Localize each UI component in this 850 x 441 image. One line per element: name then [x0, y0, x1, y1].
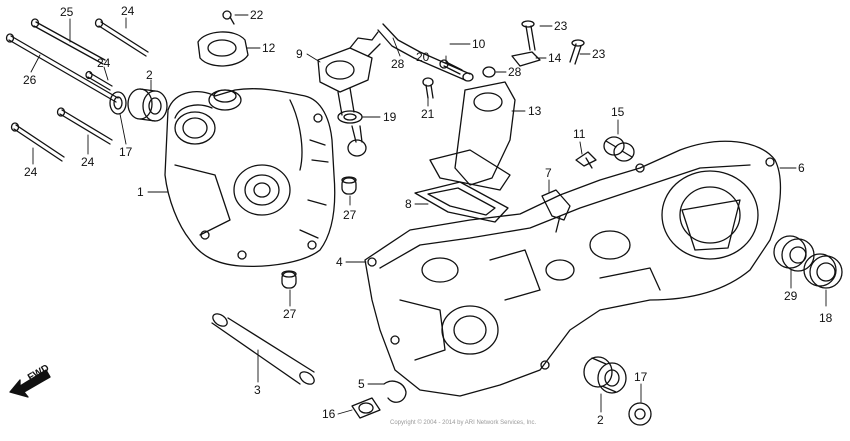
callout-24b: 24 — [97, 56, 111, 70]
callout-21: 21 — [421, 107, 435, 121]
callout-20: 20 — [416, 50, 430, 64]
callout-27a: 27 — [343, 208, 357, 222]
breather-cover-13[interactable] — [429, 81, 516, 191]
right-crankcase-half-6[interactable] — [364, 140, 782, 397]
bolt-20[interactable] — [439, 59, 463, 75]
callout-2b: 2 — [597, 413, 604, 427]
callout-6: 6 — [798, 161, 805, 175]
bolt-26[interactable] — [5, 33, 119, 103]
callout-26: 26 — [23, 73, 37, 87]
callout-1: 1 — [137, 185, 144, 199]
callout-8: 8 — [405, 197, 412, 211]
callout-23b: 23 — [592, 47, 606, 61]
o-ring-19[interactable] — [337, 110, 363, 124]
callout-7: 7 — [545, 166, 552, 180]
callout-12: 12 — [262, 41, 276, 55]
hose-10[interactable] — [377, 23, 474, 82]
callout-25: 25 — [60, 5, 74, 19]
breather-fitting-9[interactable] — [317, 31, 381, 116]
bolt-21[interactable] — [422, 77, 434, 99]
screw-22[interactable] — [222, 10, 235, 25]
leader-lines — [30, 14, 827, 415]
bolt-23-left[interactable] — [521, 20, 536, 51]
callout-24c: 24 — [81, 155, 95, 169]
collar-15[interactable] — [603, 136, 635, 162]
callout-14: 14 — [548, 51, 562, 65]
callout-5: 5 — [358, 377, 365, 391]
dowel-pin-27-lower[interactable] — [281, 270, 297, 289]
callout-18: 18 — [819, 311, 833, 325]
callout-29: 29 — [784, 289, 798, 303]
left-crankcase-half-1[interactable] — [164, 88, 336, 268]
clamp-5[interactable] — [383, 380, 407, 403]
gasket-8[interactable] — [414, 181, 509, 223]
callout-labels: 24 25 26 24 2 17 24 24 1 22 12 9 19 28 1… — [23, 4, 833, 427]
bolt-24-top[interactable] — [94, 18, 149, 57]
bearing-29[interactable] — [773, 235, 815, 272]
bearing-2-left[interactable] — [127, 88, 168, 122]
bolt-25[interactable] — [30, 18, 106, 65]
callout-24d: 24 — [24, 165, 38, 179]
callout-17a: 17 — [119, 145, 133, 159]
callout-4: 4 — [336, 255, 343, 269]
callout-22: 22 — [250, 8, 264, 22]
bearing-18[interactable] — [803, 253, 843, 289]
clip-12[interactable] — [197, 31, 249, 67]
clip-14[interactable] — [511, 51, 541, 67]
callout-13: 13 — [528, 104, 542, 118]
callout-24a: 24 — [121, 4, 135, 18]
fwd-arrow-icon: FWD — [9, 363, 51, 398]
callout-3: 3 — [254, 383, 261, 397]
callout-10: 10 — [472, 37, 486, 51]
callout-16: 16 — [322, 407, 336, 421]
callout-15: 15 — [611, 105, 625, 119]
bolt-24-short[interactable] — [85, 70, 113, 91]
breather-gear[interactable] — [347, 125, 367, 157]
dowel-pin-27-upper[interactable] — [341, 176, 357, 195]
copyright-notice: Copyright © 2004 - 2014 by ARI Network S… — [390, 419, 536, 426]
bearing-2-right[interactable] — [583, 356, 627, 394]
callout-23a: 23 — [554, 19, 568, 33]
sensor-7[interactable] — [541, 189, 571, 233]
callout-11: 11 — [573, 127, 586, 141]
callout-2a: 2 — [146, 68, 153, 82]
callout-17b: 17 — [634, 370, 648, 384]
pipe-3[interactable] — [211, 311, 317, 386]
oil-seal-17-right[interactable] — [628, 402, 652, 426]
clip-11[interactable] — [575, 151, 597, 169]
callout-28b: 28 — [508, 65, 522, 79]
callout-27b: 27 — [283, 307, 297, 321]
callout-19: 19 — [383, 110, 397, 124]
bolt-23-right[interactable] — [569, 39, 585, 65]
callout-9: 9 — [296, 47, 303, 61]
oil-seal-17-left[interactable] — [109, 91, 127, 115]
bolt-16[interactable] — [351, 397, 381, 419]
callout-28a: 28 — [391, 57, 405, 71]
bolt-24-lower[interactable] — [10, 122, 65, 162]
bolt-24-middle[interactable] — [56, 107, 113, 145]
clamp-28-right[interactable] — [482, 66, 496, 78]
